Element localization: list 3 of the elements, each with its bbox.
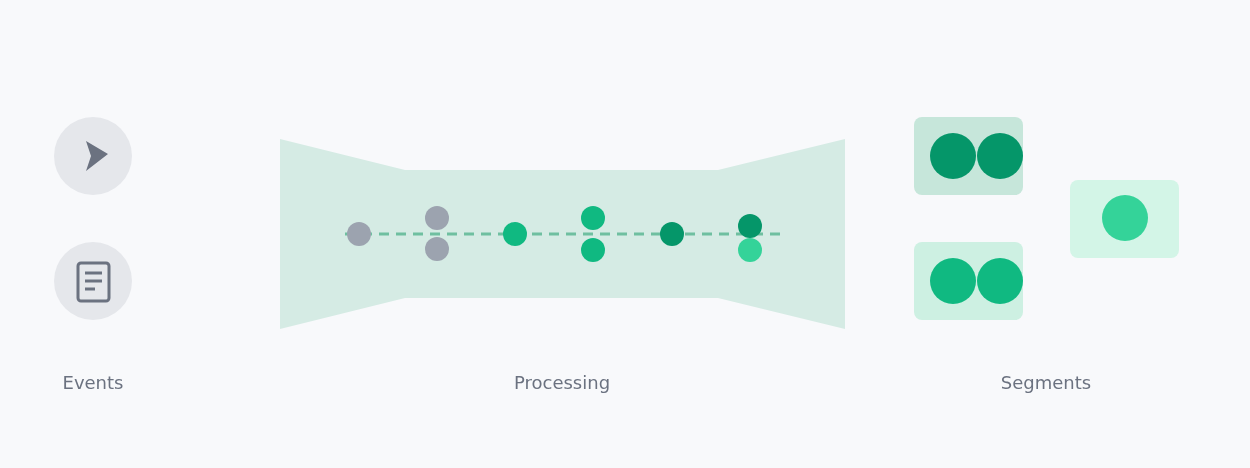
column-label: Segments (1000, 372, 1092, 393)
column-label: Processing (513, 372, 611, 393)
column-label: Events (62, 372, 124, 393)
